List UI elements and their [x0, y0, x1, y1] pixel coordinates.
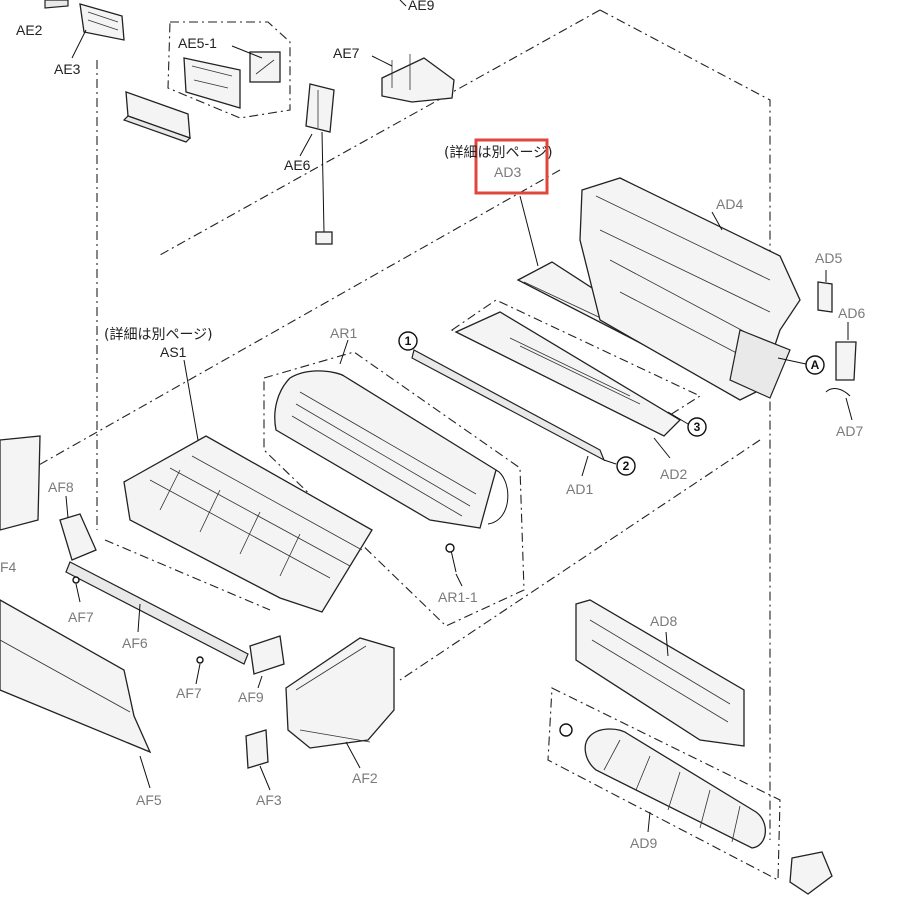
ar1-group-box	[263, 351, 525, 627]
part-ad8[interactable]	[575, 599, 745, 747]
part-as1[interactable]	[123, 359, 373, 613]
label-ad7: AD7	[836, 423, 863, 439]
label-af2: AF2	[352, 770, 378, 786]
part-motor[interactable]	[789, 851, 833, 895]
label-af5: AF5	[136, 792, 162, 808]
part-ae6[interactable]	[299, 83, 335, 245]
label-ad4: AD4	[716, 196, 743, 212]
part-af4[interactable]	[0, 435, 41, 531]
note-detail-as1: (詳細は別ページ)	[104, 327, 213, 343]
label-af3: AF3	[256, 792, 282, 808]
label-af7-a: AF7	[68, 609, 94, 625]
label-ae5-1: AE5-1	[178, 35, 217, 51]
part-ar1-1[interactable]	[445, 543, 463, 587]
part-af8[interactable]	[59, 495, 97, 561]
part-af9[interactable]	[249, 635, 285, 689]
label-af9: AF9	[238, 689, 264, 705]
label-ar1: AR1	[330, 325, 357, 341]
label-ad5: AD5	[815, 250, 842, 266]
part-ad9[interactable]	[559, 723, 766, 849]
marker-2-text: 2	[623, 459, 630, 473]
ae5-group-box	[167, 21, 291, 119]
label-ad3: AD3	[494, 164, 521, 180]
part-ae9[interactable]	[399, 0, 407, 7]
label-af4: F4	[0, 559, 17, 575]
label-af7-b: AF7	[176, 685, 202, 701]
label-ad8: AD8	[650, 613, 677, 629]
label-ad1: AD1	[566, 481, 593, 497]
label-ae3: AE3	[54, 61, 81, 77]
part-af5[interactable]	[0, 599, 152, 789]
label-ad2: AD2	[660, 466, 687, 482]
part-ad6[interactable]	[835, 322, 857, 381]
marker-1-text: 1	[405, 334, 412, 348]
marker-a: A	[777, 355, 825, 375]
label-ae2: AE2	[16, 22, 43, 38]
label-ae6: AE6	[284, 157, 311, 173]
marker-1: 1	[398, 331, 418, 351]
part-ad2[interactable]	[454, 311, 682, 459]
part-ae7[interactable]	[371, 54, 455, 103]
part-af3[interactable]	[245, 729, 271, 791]
part-labels: AE2 AE3 AE5-1 AE6 AE7 AE9 AD3 AD4 AD5 AD…	[0, 0, 865, 851]
marker-3: 3	[667, 411, 707, 437]
part-ad4[interactable]	[579, 177, 801, 401]
marker-2: 2	[603, 456, 636, 476]
part-af7-b[interactable]	[195, 656, 204, 685]
label-ad6: AD6	[838, 305, 865, 321]
marker-3-text: 3	[694, 420, 701, 434]
label-ae9: AE9	[408, 0, 435, 13]
part-ae-cover[interactable]	[122, 91, 192, 143]
label-as1: AS1	[160, 344, 187, 360]
part-ar1[interactable]	[274, 339, 509, 529]
part-ad5[interactable]	[817, 270, 833, 313]
label-ae7: AE7	[333, 45, 360, 61]
part-ae3[interactable]	[71, 3, 125, 59]
part-ad7[interactable]	[825, 388, 853, 421]
assembly-guide-lines	[29, 9, 771, 840]
marker-a-text: A	[811, 358, 820, 372]
label-af6: AF6	[122, 635, 148, 651]
label-af8: AF8	[48, 479, 74, 495]
part-af6[interactable]	[65, 561, 249, 665]
part-ae2[interactable]	[44, 0, 69, 9]
part-af2[interactable]	[285, 637, 395, 769]
part-af7-a[interactable]	[72, 576, 81, 603]
label-ad9: AD9	[630, 835, 657, 851]
part-ae5-1[interactable]	[183, 45, 281, 109]
note-detail-ad3: (詳細は別ページ)	[444, 145, 553, 161]
ad3-highlight-box	[474, 138, 549, 195]
label-ar1-1: AR1-1	[438, 589, 478, 605]
